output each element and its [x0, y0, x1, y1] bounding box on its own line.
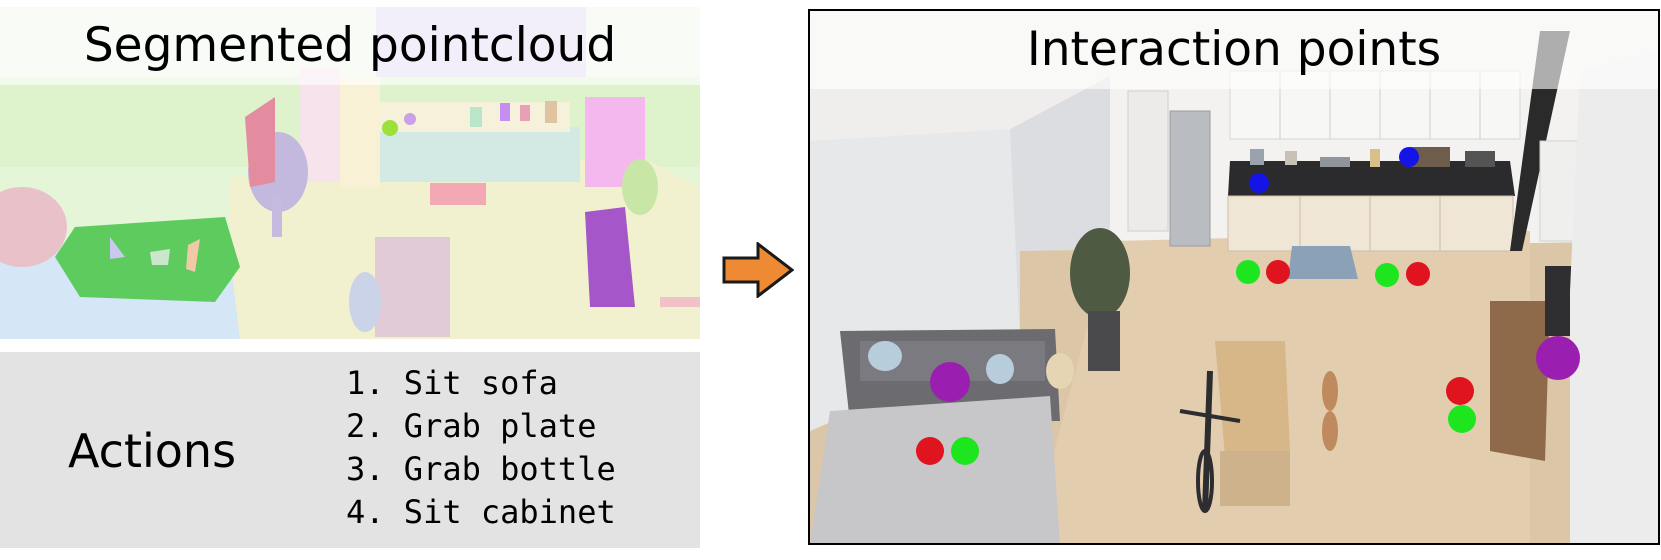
interaction-points-title: Interaction points: [1026, 22, 1442, 77]
start-point-marker: [916, 437, 944, 465]
start-point-marker: [1406, 262, 1430, 286]
end-point-marker: [1448, 405, 1476, 433]
actions-list: 1. Sit sofa 2. Grab plate 3. Grab bottle…: [346, 362, 616, 534]
title-band: [0, 7, 700, 85]
grab-point-marker: [1249, 173, 1269, 193]
grab-point-marker: [1399, 147, 1419, 167]
right-arrow-icon: [722, 240, 795, 302]
end-point-marker: [951, 437, 979, 465]
action-item: 1. Sit sofa: [346, 364, 558, 402]
sit-point-marker: [1536, 336, 1580, 380]
sit-point-marker: [930, 362, 970, 402]
interaction-points-image: [810, 11, 1658, 543]
actions-label: Actions: [68, 424, 237, 478]
end-point-marker: [1236, 260, 1260, 284]
segmented-pointcloud-panel: Segmented pointcloud: [0, 7, 700, 339]
interaction-points-panel: Interaction points: [808, 9, 1660, 545]
start-point-marker: [1446, 377, 1474, 405]
title-band: [810, 11, 1658, 89]
action-item: 2. Grab plate: [346, 407, 597, 445]
action-item: 4. Sit cabinet: [346, 493, 616, 531]
actions-box: Actions 1. Sit sofa 2. Grab plate 3. Gra…: [0, 352, 700, 548]
segmented-pointcloud-title: Segmented pointcloud: [83, 18, 617, 73]
start-point-marker: [1266, 260, 1290, 284]
action-item: 3. Grab bottle: [346, 450, 616, 488]
end-point-marker: [1375, 263, 1399, 287]
